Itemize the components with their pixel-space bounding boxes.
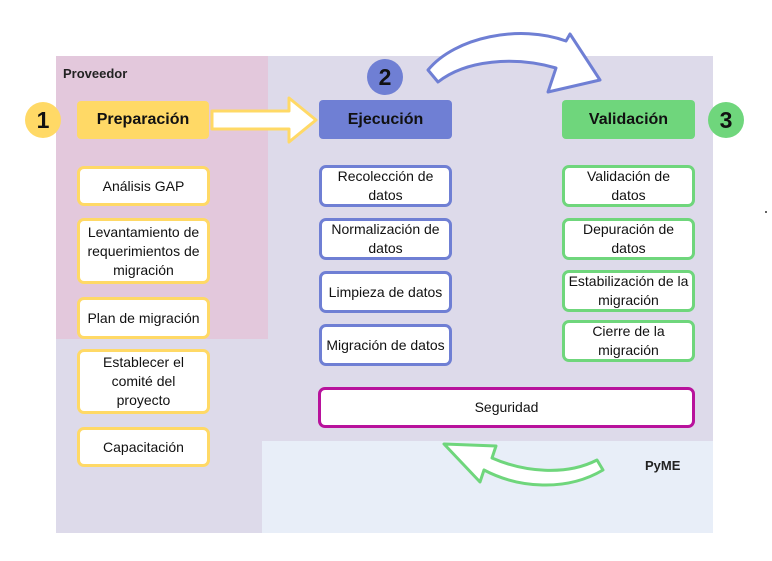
val-item-depuracion: Depuración de datos bbox=[562, 218, 695, 260]
phase-number-3: 3 bbox=[708, 102, 744, 138]
header-ejecucion: Ejecución bbox=[319, 100, 452, 139]
phase-number-1: 1 bbox=[25, 102, 61, 138]
prep-item-plan: Plan de migración bbox=[77, 297, 210, 339]
exec-item-limpieza: Limpieza de datos bbox=[319, 271, 452, 313]
pyme-label: PyME bbox=[645, 458, 681, 473]
seguridad-box: Seguridad bbox=[318, 387, 695, 428]
phase-number-2: 2 bbox=[367, 59, 403, 95]
proveedor-label: Proveedor bbox=[63, 66, 128, 81]
curved-arrow-bottom-icon bbox=[442, 442, 605, 487]
prep-item-analisis-gap: Análisis GAP bbox=[77, 166, 210, 206]
header-validacion: Validación bbox=[562, 100, 695, 139]
val-item-cierre: Cierre de la migración bbox=[562, 320, 695, 362]
curved-arrow-top-icon bbox=[426, 32, 602, 94]
arrow-right-icon bbox=[210, 96, 318, 144]
prep-item-comite: Establecer el comité del proyecto bbox=[77, 349, 210, 414]
prep-item-levantamiento: Levantamiento de requerimientos de migra… bbox=[77, 218, 210, 284]
exec-item-recoleccion: Recolección de datos bbox=[319, 165, 452, 207]
header-preparacion: Preparación bbox=[77, 101, 209, 139]
prep-item-capacitacion: Capacitación bbox=[77, 427, 210, 467]
exec-item-normalizacion: Normalización de datos bbox=[319, 218, 452, 260]
val-item-validacion: Validación de datos bbox=[562, 165, 695, 207]
val-item-estabilizacion: Estabilización de la migración bbox=[562, 270, 695, 312]
exec-item-migracion: Migración de datos bbox=[319, 324, 452, 366]
